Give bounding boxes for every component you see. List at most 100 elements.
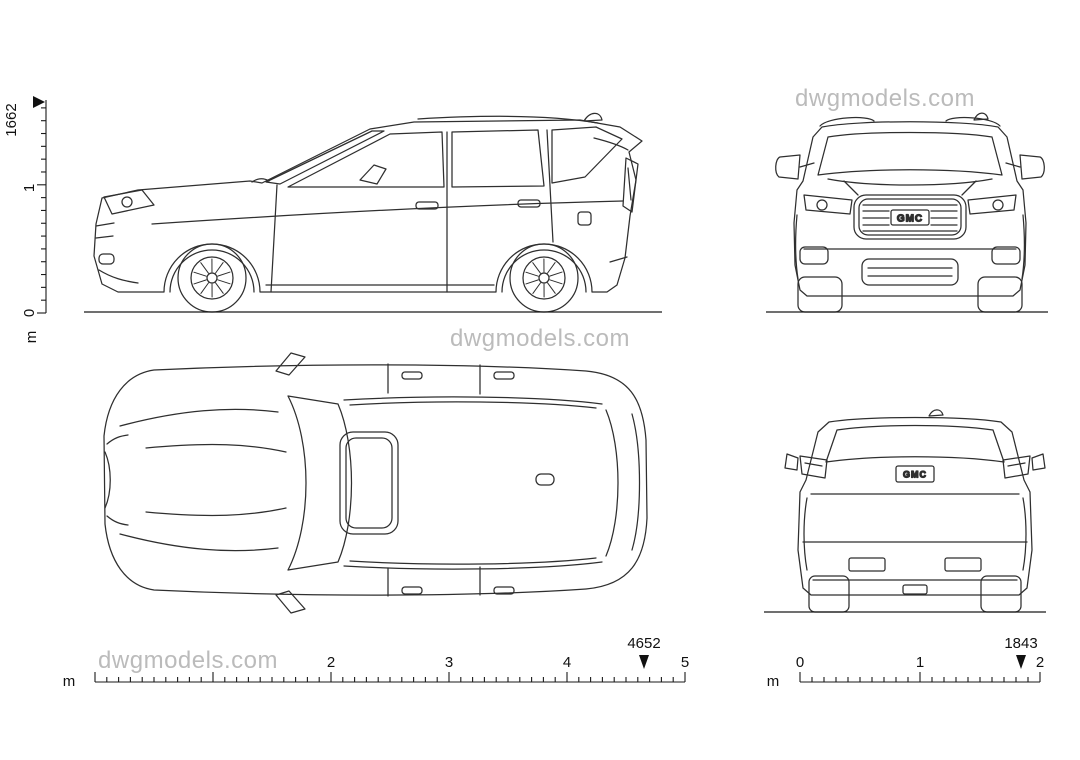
top-rear-window	[605, 409, 619, 557]
front-mirror-right	[1005, 154, 1045, 180]
width-dim-value: 1843	[1004, 635, 1037, 652]
side-rear-door-glass	[451, 129, 545, 188]
side-cowl-line	[251, 178, 270, 183]
side-taillight	[622, 157, 639, 213]
length-tick-2: 2	[327, 654, 335, 671]
height-tick-0: 0	[21, 309, 38, 317]
height-unit: m	[23, 331, 40, 344]
front-side-creases	[794, 214, 1026, 280]
height-ruler: 1662 1 0 m	[3, 96, 47, 344]
width-unit: m	[767, 673, 780, 690]
front-gmc-badge: GMC	[897, 214, 923, 225]
front-view-drawing: GMC	[775, 112, 1045, 313]
side-rear-arch-lip	[501, 249, 587, 293]
side-quarter-glass	[551, 126, 623, 184]
top-sunroof-outer	[339, 431, 399, 535]
side-headlight-lens	[121, 196, 133, 208]
side-character-line	[151, 200, 624, 225]
side-taillight-line	[627, 167, 632, 201]
rear-taillight-right	[1002, 455, 1031, 479]
rear-mirror-right	[1031, 453, 1046, 471]
front-hood-creases	[843, 180, 977, 196]
side-headlight	[103, 189, 155, 215]
side-body-outline	[93, 119, 643, 293]
rear-side-creases	[803, 497, 1027, 571]
front-headlight-right	[967, 194, 1017, 215]
side-fuel-door	[577, 211, 592, 226]
front-mirror-left	[775, 154, 815, 180]
top-windshield	[287, 395, 353, 571]
rear-wheel	[509, 243, 579, 313]
top-mirror-right	[275, 590, 306, 614]
rear-mirror-left	[784, 453, 799, 471]
top-tailgate-edge	[631, 413, 641, 551]
front-headlight-lens-right	[992, 199, 1004, 211]
height-dim-arrow	[33, 96, 45, 108]
front-antenna-fin	[973, 112, 989, 121]
length-tick-3: 3	[445, 654, 453, 671]
side-view-drawing	[93, 112, 643, 313]
height-dim-value: 1662	[3, 103, 20, 136]
rear-gmc-badge: GMC	[903, 470, 927, 480]
rear-bumper-step-left	[848, 557, 886, 572]
front-roof-rail-left	[819, 116, 875, 127]
length-dim-arrow	[639, 655, 649, 669]
side-windshield	[265, 130, 385, 185]
length-ruler-ticks	[94, 672, 686, 682]
top-door-handle-1	[401, 371, 423, 380]
front-body-outline	[793, 121, 1027, 297]
front-air-dam-slats	[867, 267, 953, 277]
length-tick-5: 5	[681, 654, 689, 671]
top-roof-rails	[343, 396, 603, 570]
side-mirror	[359, 164, 387, 185]
height-ruler-ticks	[37, 107, 46, 314]
front-grille-bars	[862, 204, 958, 232]
length-unit: m	[63, 673, 76, 690]
width-tick-2: 2	[1036, 654, 1044, 671]
front-fog-left	[799, 246, 829, 265]
side-roof-rail	[417, 115, 599, 124]
side-door-handle-front	[415, 201, 439, 210]
front-fog-right	[991, 246, 1021, 265]
watermarks: dwgmodels.com dwgmodels.com dwgmodels.co…	[98, 85, 975, 674]
side-bumper-crease	[98, 269, 139, 284]
side-fog-light	[98, 253, 115, 265]
side-antenna-fin	[583, 112, 603, 122]
top-door-handle-2	[493, 371, 515, 380]
side-grille-lines	[95, 222, 115, 239]
front-air-dam	[861, 258, 959, 286]
length-dim-value: 4652	[627, 635, 660, 652]
top-tailgate-handle	[535, 473, 555, 486]
width-dim-arrow	[1016, 655, 1026, 669]
length-ruler: m 2 3 4 5 4652	[63, 635, 689, 690]
rear-window	[825, 424, 1005, 463]
top-view-drawing	[103, 352, 648, 614]
watermark-top-right: dwgmodels.com	[795, 85, 975, 112]
width-tick-1: 1	[916, 654, 924, 671]
width-ruler-ticks	[799, 672, 1041, 682]
side-door-seam-front	[270, 184, 278, 293]
width-tick-0: 0	[796, 654, 804, 671]
front-grille-outer	[853, 194, 967, 240]
side-rear-bumper-crease	[609, 256, 628, 263]
top-sunroof-inner	[345, 437, 393, 529]
top-door-handle-4	[493, 586, 515, 595]
top-door-handle-3	[401, 586, 423, 595]
side-spoiler-underside	[593, 137, 629, 151]
rear-badge-plate	[895, 465, 935, 483]
rear-tire-left	[808, 575, 850, 613]
top-mirror-left	[275, 352, 306, 376]
front-grille-inner	[858, 198, 962, 236]
front-headlight-lens-left	[816, 199, 828, 211]
front-headlight-left	[803, 194, 853, 215]
length-tick-4: 4	[563, 654, 571, 671]
watermark-bottom-left: dwgmodels.com	[98, 647, 278, 674]
watermark-center: dwgmodels.com	[450, 325, 630, 352]
side-door-seam-rear	[546, 129, 554, 243]
top-body-outline	[103, 364, 648, 596]
top-door-seams	[387, 363, 481, 597]
rear-tire-right	[980, 575, 1022, 613]
front-windshield	[817, 131, 1003, 176]
